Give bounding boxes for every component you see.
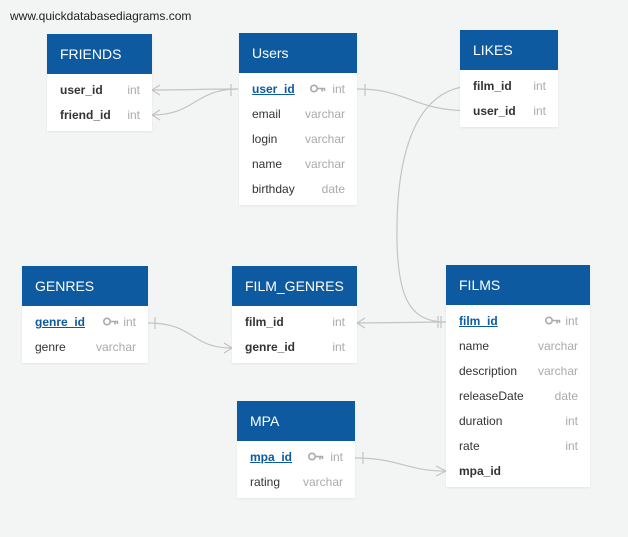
- field-type: int: [332, 340, 345, 354]
- field-row: genre varchar: [22, 334, 148, 359]
- field-name: login: [252, 132, 278, 146]
- field-name: releaseDate: [459, 389, 524, 403]
- field-type: int: [127, 83, 140, 97]
- field-name: birthday: [252, 182, 295, 196]
- field-row: email varchar: [239, 101, 357, 126]
- field-name: user_id: [252, 82, 295, 96]
- field-type: varchar: [302, 475, 343, 489]
- field-type: int: [332, 315, 345, 329]
- field-name: user_id: [60, 83, 103, 97]
- table-users[interactable]: Users user_id int email varchar login va…: [239, 33, 357, 205]
- field-type: int: [565, 414, 578, 428]
- field-type: int: [127, 108, 140, 122]
- table-title: Users: [239, 33, 357, 73]
- field-name: film_id: [245, 315, 284, 329]
- field-type: int: [533, 104, 546, 118]
- link-mpa-films: [354, 457, 447, 472]
- link-filmgenres-films: [356, 321, 447, 324]
- field-name: duration: [459, 414, 503, 428]
- table-mpa[interactable]: MPA mpa_id int rating varchar: [237, 401, 355, 498]
- field-row: friend_id int: [47, 102, 152, 127]
- watermark: www.quickdatabasediagrams.com: [10, 9, 192, 23]
- field-type: varchar: [537, 364, 578, 378]
- field-name: description: [459, 364, 518, 378]
- field-type: varchar: [304, 107, 345, 121]
- field-row: mpa_id int: [237, 444, 355, 469]
- link-genres-filmgenres: [147, 322, 233, 349]
- table-title: MPA: [237, 401, 355, 441]
- field-row: description varchar: [446, 358, 590, 383]
- field-row: genre_id int: [22, 309, 148, 334]
- field-row: releaseDate date: [446, 383, 590, 408]
- link-likes-films: [396, 85, 475, 323]
- table-title: GENRES: [22, 266, 148, 306]
- field-row: user_id int: [239, 76, 357, 101]
- field-type: varchar: [304, 132, 345, 146]
- key-icon: [103, 317, 119, 326]
- field-row: film_id int: [232, 309, 357, 334]
- table-title: FILM_GENRES: [232, 266, 357, 306]
- field-row: user_id int: [47, 77, 152, 102]
- field-row: birthday date: [239, 176, 357, 201]
- field-row: mpa_id: [446, 458, 590, 483]
- field-name: user_id: [473, 104, 516, 118]
- key-icon: [310, 84, 326, 93]
- field-type: int: [533, 79, 546, 93]
- field-type: varchar: [95, 340, 136, 354]
- link-friends-friend-users: [151, 88, 239, 116]
- field-type: varchar: [537, 339, 578, 353]
- field-type: varchar: [304, 157, 345, 171]
- field-name: friend_id: [60, 108, 111, 122]
- table-title: FILMS: [446, 265, 590, 305]
- key-icon: [545, 316, 561, 325]
- table-likes[interactable]: LIKES film_id int user_id int: [460, 30, 558, 127]
- field-name: film_id: [459, 314, 498, 328]
- field-name: mpa_id: [459, 464, 502, 478]
- field-name: genre: [35, 340, 66, 354]
- field-row: rate int: [446, 433, 590, 458]
- field-row: name varchar: [446, 333, 590, 358]
- field-row: film_id int: [446, 308, 590, 333]
- field-name: name: [252, 157, 283, 171]
- field-name: film_id: [473, 79, 512, 93]
- field-type: date: [321, 182, 345, 196]
- field-type: int: [332, 82, 345, 96]
- field-row: genre_id int: [232, 334, 357, 359]
- field-row: film_id int: [460, 73, 558, 98]
- field-row: rating varchar: [237, 469, 355, 494]
- table-title: LIKES: [460, 30, 558, 70]
- field-type: int: [330, 450, 343, 464]
- field-type: int: [565, 439, 578, 453]
- table-friends[interactable]: FRIENDS user_id int friend_id int: [47, 34, 152, 131]
- field-type: int: [123, 315, 136, 329]
- field-row: duration int: [446, 408, 590, 433]
- field-name: genre_id: [245, 340, 296, 354]
- link-users-likes: [356, 88, 475, 112]
- field-row: login varchar: [239, 126, 357, 151]
- table-title: FRIENDS: [47, 34, 152, 74]
- field-type: date: [554, 389, 578, 403]
- field-name: mpa_id: [250, 450, 293, 464]
- field-row: user_id int: [460, 98, 558, 123]
- table-films[interactable]: FILMS film_id int name varchar descripti…: [446, 265, 590, 487]
- field-name: rating: [250, 475, 281, 489]
- table-genres[interactable]: GENRES genre_id int genre varchar: [22, 266, 148, 363]
- field-type: int: [565, 314, 578, 328]
- field-name: rate: [459, 439, 480, 453]
- key-icon: [308, 452, 324, 461]
- field-name: email: [252, 107, 281, 121]
- field-row: name varchar: [239, 151, 357, 176]
- table-film-genres[interactable]: FILM_GENRES film_id int genre_id int: [232, 266, 357, 363]
- field-name: name: [459, 339, 490, 353]
- field-name: genre_id: [35, 315, 86, 329]
